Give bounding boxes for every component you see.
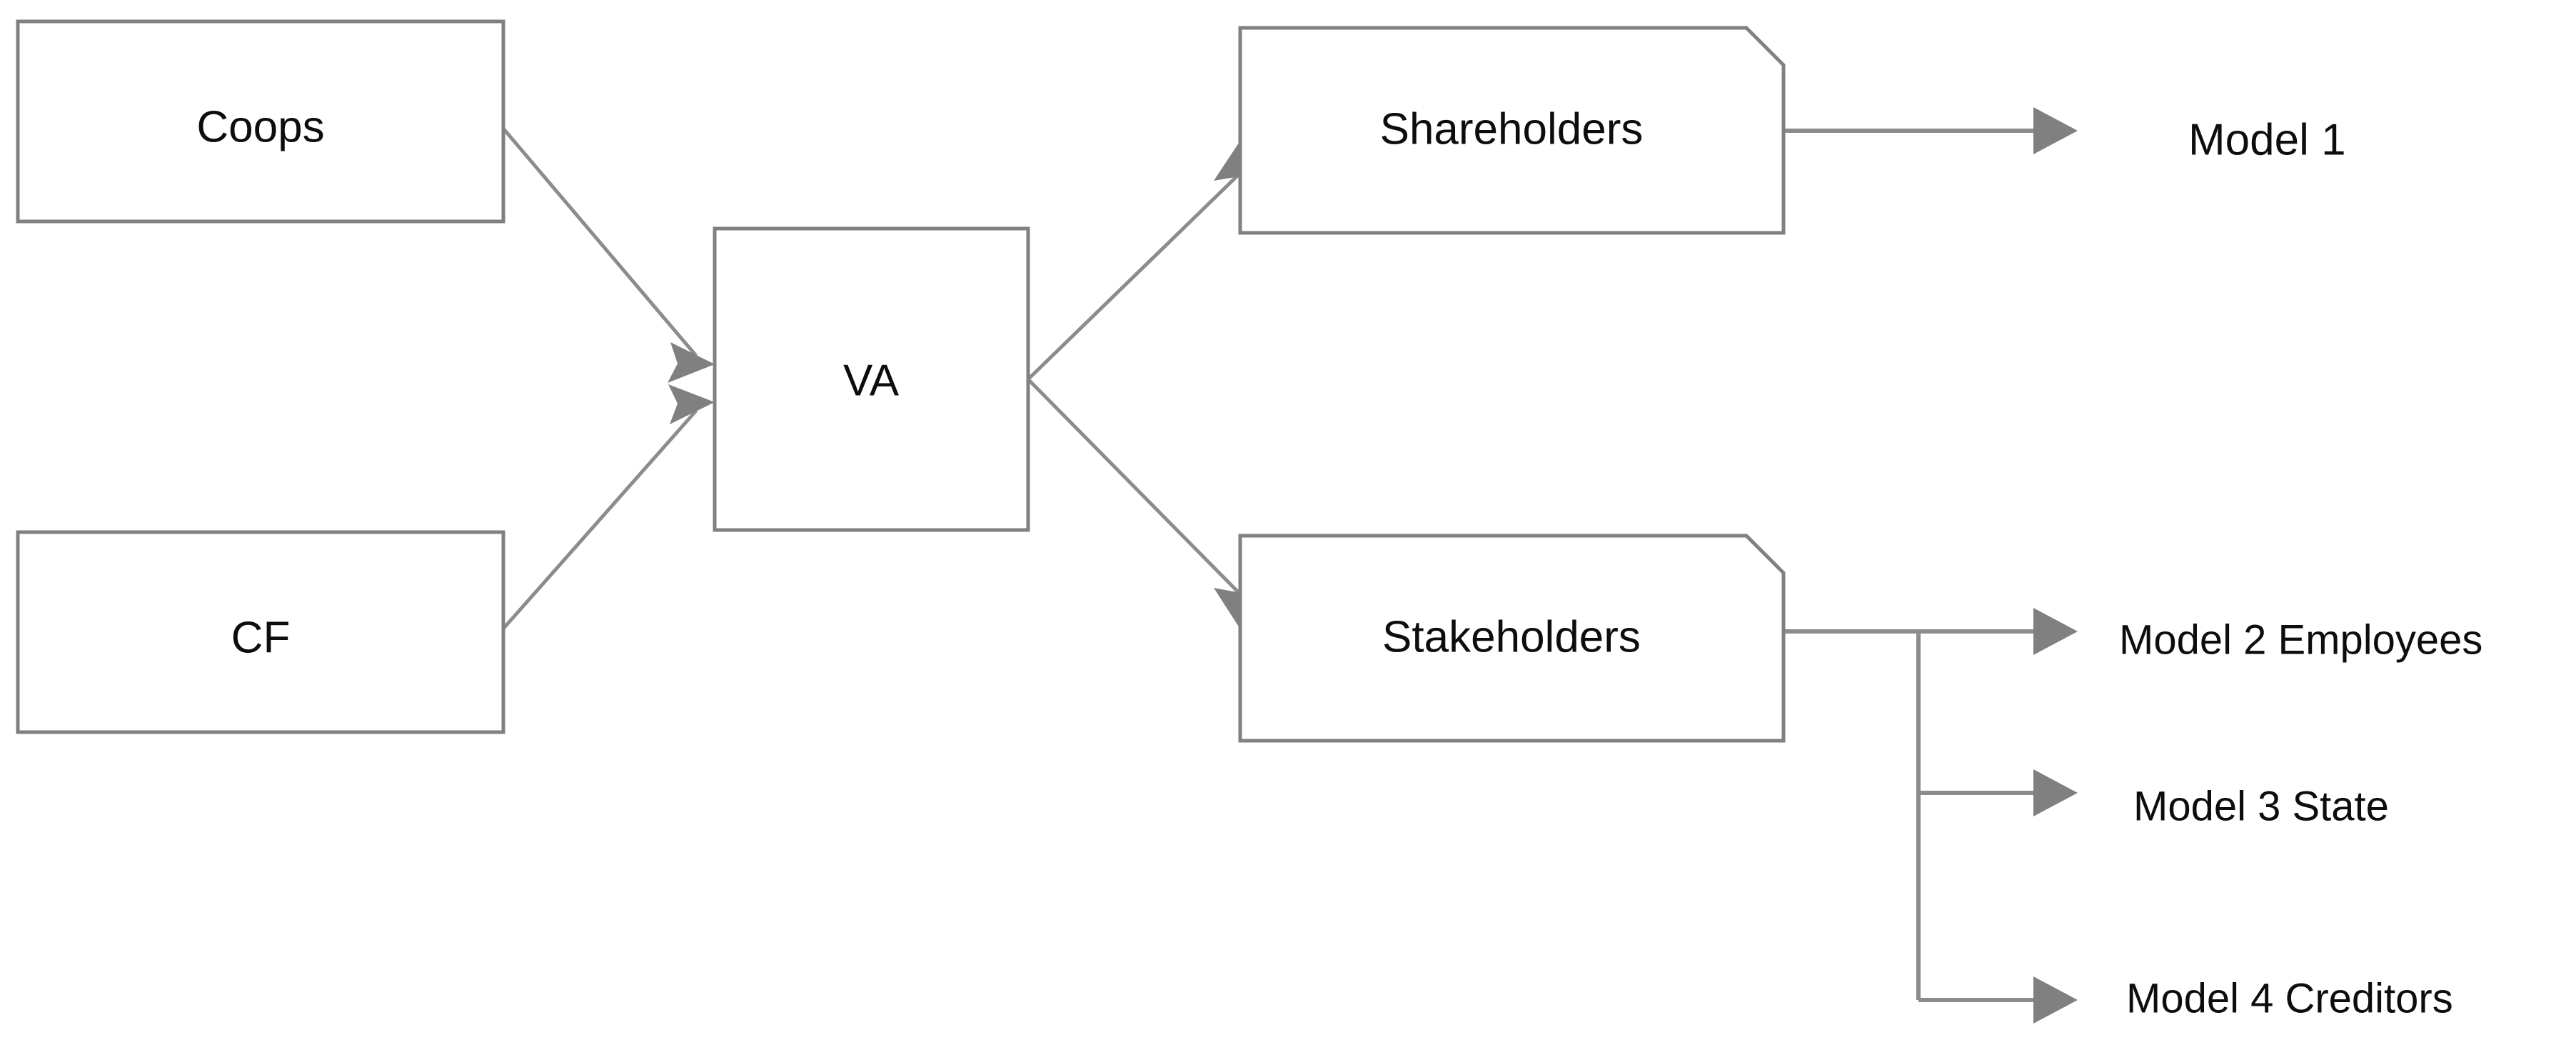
shareholders-box[interactable] bbox=[1238, 26, 1786, 235]
coops-box[interactable] bbox=[16, 19, 505, 224]
arrowhead-cf-to-va bbox=[668, 384, 715, 424]
cf-box[interactable] bbox=[16, 530, 505, 734]
arrowhead-shareholders-to-model-1 bbox=[2033, 107, 2078, 154]
node-coops[interactable]: Coops bbox=[16, 19, 505, 224]
coops-label: Coops bbox=[196, 102, 324, 151]
node-shareholders[interactable]: Shareholders bbox=[1238, 26, 1786, 235]
edge-stakeholders-branch-bus bbox=[1783, 629, 1921, 1000]
va-box[interactable] bbox=[713, 226, 1030, 532]
stakeholders-label: Stakeholders bbox=[1382, 612, 1641, 661]
outcome-label-model-1: Model 1 bbox=[2188, 115, 2346, 164]
edge-va-to-shareholders-line bbox=[1027, 156, 1258, 381]
edge-va-to-stakeholders-line bbox=[1027, 378, 1258, 612]
edge-cf-to-va bbox=[502, 384, 715, 630]
edge-va-to-stakeholders bbox=[1027, 378, 1258, 638]
edge-shareholders-to-model-1 bbox=[1783, 107, 2078, 154]
edge-va-to-shareholders bbox=[1027, 132, 1258, 381]
outcome-label-model-4: Model 4 Creditors bbox=[2126, 975, 2453, 1021]
edge-stakeholders-to-model-2 bbox=[1918, 608, 2078, 655]
node-stakeholders[interactable]: Stakeholders bbox=[1238, 534, 1786, 743]
arrowhead-stakeholders-to-model-4 bbox=[2033, 976, 2078, 1024]
edge-coops-to-va-line bbox=[502, 127, 698, 357]
edge-stakeholders-to-model-4 bbox=[1918, 976, 2078, 1024]
stakeholders-box[interactable] bbox=[1238, 534, 1786, 743]
edge-coops-to-va bbox=[502, 127, 715, 383]
outcome-label-model-2: Model 2 Employees bbox=[2119, 616, 2482, 663]
node-va[interactable]: VA bbox=[713, 226, 1030, 532]
cf-label: CF bbox=[231, 613, 291, 662]
edge-stakeholders-to-model-3 bbox=[1918, 769, 2078, 816]
arrowhead-stakeholders-to-model-3 bbox=[2033, 769, 2078, 816]
shareholders-label: Shareholders bbox=[1380, 104, 1644, 154]
node-cf[interactable]: CF bbox=[16, 530, 505, 734]
arrowhead-coops-to-va bbox=[668, 342, 715, 383]
outcome-label-model-3: Model 3 State bbox=[2133, 783, 2389, 829]
va-label: VA bbox=[843, 356, 900, 405]
arrowhead-stakeholders-to-model-2 bbox=[2033, 608, 2078, 655]
edge-cf-to-va-line bbox=[502, 409, 698, 630]
